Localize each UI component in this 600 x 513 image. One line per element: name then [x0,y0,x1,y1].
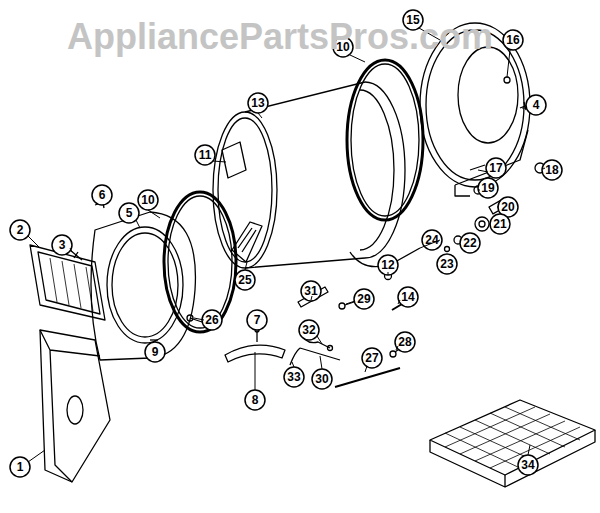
callout-number: 12 [381,259,394,271]
callout-number: 10 [336,41,349,53]
callout-number: 13 [251,97,264,109]
callout-number: 14 [401,291,414,303]
callout-number: 25 [238,274,251,286]
callout-number: 23 [440,258,453,270]
callout-number: 7 [254,314,261,326]
callout-number: 15 [406,14,419,26]
callout-number: 16 [506,34,519,46]
callout-number: 10 [141,194,154,206]
callout-number: 5 [126,207,133,219]
watermark: AppliancePartsPros.com [67,19,493,55]
callout-number: 27 [365,352,378,364]
callout-number: 8 [252,394,259,406]
callout-number: 34 [521,459,534,471]
callout-number: 11 [199,149,212,161]
callout-number: 28 [398,336,411,348]
callout-number: 4 [533,99,540,111]
callout-number: 33 [287,371,300,383]
callout-number: 29 [357,293,370,305]
callout-number: 9 [152,346,159,358]
callout-number: 32 [302,324,315,336]
callout-number: 26 [205,314,218,326]
callout-number: 20 [501,201,514,213]
callout-number: 2 [17,224,24,236]
callout-number: 24 [425,234,438,246]
callout-number: 31 [304,285,317,297]
callout-number: 17 [489,162,502,174]
callout-number: 21 [493,218,506,230]
callout-number: 19 [481,182,494,194]
callout-number: 18 [545,164,558,176]
callout-number: 30 [315,373,328,385]
callout-number: 22 [463,237,476,249]
callout-number: 1 [17,461,24,473]
callout-number: 6 [99,189,106,201]
callout-number: 3 [59,239,66,251]
